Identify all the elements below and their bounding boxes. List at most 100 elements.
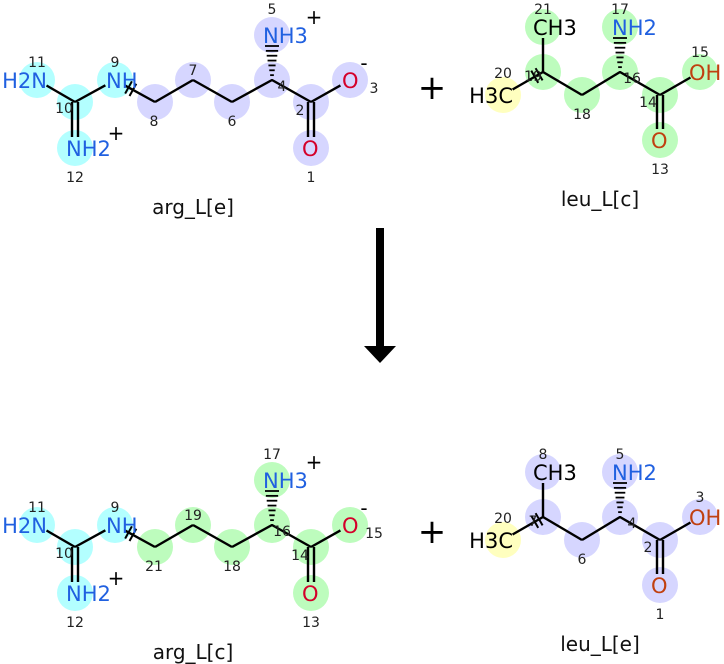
bond [581,515,621,542]
bond [124,80,156,104]
atom-map-number: 15 [365,526,383,542]
bond [310,529,342,549]
atom-highlight [97,62,133,98]
bond [542,70,583,97]
atom-map-number: 12 [66,170,84,186]
atom-highlight [642,567,678,603]
bond [271,78,312,104]
atom-label: H3C [469,529,513,553]
atom-map-number: 20 [494,66,512,82]
molecule-name: arg_L[c] [153,640,234,664]
charge-sign: - [360,496,367,520]
atom-highlight [293,130,329,166]
bond [271,523,312,549]
charge-sign: + [306,450,323,474]
atom-map-number: 1 [307,170,316,186]
atom-map-number: 1 [656,607,665,623]
molecule-arg: H2N1110NH2+12NH921191816NH3+1714O-15O13a… [2,447,383,664]
atom-map-number: 8 [150,114,159,130]
bond [581,70,621,97]
atom-map-number: 17 [611,2,629,18]
atom-label: O [342,69,359,93]
atom-label: H3C [469,84,513,108]
atom-highlight [332,507,368,543]
atom-map-number: 19 [524,69,542,85]
atom-map-number: 10 [55,546,73,562]
atom-map-number: 21 [534,2,552,18]
atom-label: NH2 [66,582,111,606]
bond [154,78,194,104]
atom-highlight [682,499,718,535]
atom-map-number: 20 [494,511,512,527]
bond [192,78,233,104]
plus-operator-top: + [418,68,447,108]
atom-map-number: 18 [223,559,241,575]
bond [306,102,316,137]
bond [231,78,273,104]
bond [265,490,279,526]
charge-sign: + [108,121,125,145]
charge-sign: + [306,5,323,29]
atom-label: O [651,574,668,598]
atom-label: NH2 [66,137,111,161]
atom-map-number: 7 [189,63,198,79]
plus-operator-bottom: + [418,512,447,552]
bond [511,67,544,91]
atom-highlight [485,77,521,113]
atom-label: O [302,582,319,606]
atom-label: NH2 [612,16,657,40]
bond [655,540,665,574]
reaction-arrow [364,228,396,363]
atom-map-number: 11 [28,55,46,71]
bond [619,515,661,542]
bond [45,84,76,104]
bond [542,515,583,542]
atom-label: NH2 [612,461,657,485]
atom-highlight [602,9,638,45]
atom-map-number: 14 [639,95,657,111]
bond [655,95,665,129]
atom-label: OH [689,61,721,85]
bond [310,84,342,104]
atom-highlight [97,507,133,543]
atom-map-number: 13 [302,615,320,631]
bond [619,70,661,97]
molecule-name: leu_L[e] [560,632,640,656]
atom-label: O [302,137,319,161]
atom-label: NH [106,69,138,93]
atom-map-number: 5 [616,447,625,463]
atom-map-number: 14 [291,548,309,564]
bond [74,84,106,104]
atom-highlight [525,454,561,490]
atom-map-number: 5 [268,2,277,18]
atom-label: NH3 [263,469,308,493]
bond [659,76,692,97]
atom-map-number: 11 [28,500,46,516]
molecule-name: leu_L[c] [561,187,639,211]
atom-label: OH [689,506,721,530]
atom-map-number: 9 [111,500,120,516]
atom-map-number: 8 [539,447,548,463]
bond [124,525,156,549]
atom-map-number: 16 [273,524,291,540]
bond [192,523,233,549]
atom-highlight [682,54,718,90]
atom-highlight [254,17,290,53]
atom-label: CH3 [533,16,577,40]
bond [659,521,692,542]
atom-map-number: 17 [263,447,281,463]
charge-sign: - [360,51,367,75]
charge-sign: + [108,566,125,590]
bond [45,529,76,549]
atom-label: O [342,514,359,538]
atom-map-number: 2 [644,540,653,556]
atom-highlight [332,62,368,98]
molecule-name: arg_L[e] [152,195,234,219]
atom-map-number: 3 [696,490,705,506]
atom-label: O [651,129,668,153]
